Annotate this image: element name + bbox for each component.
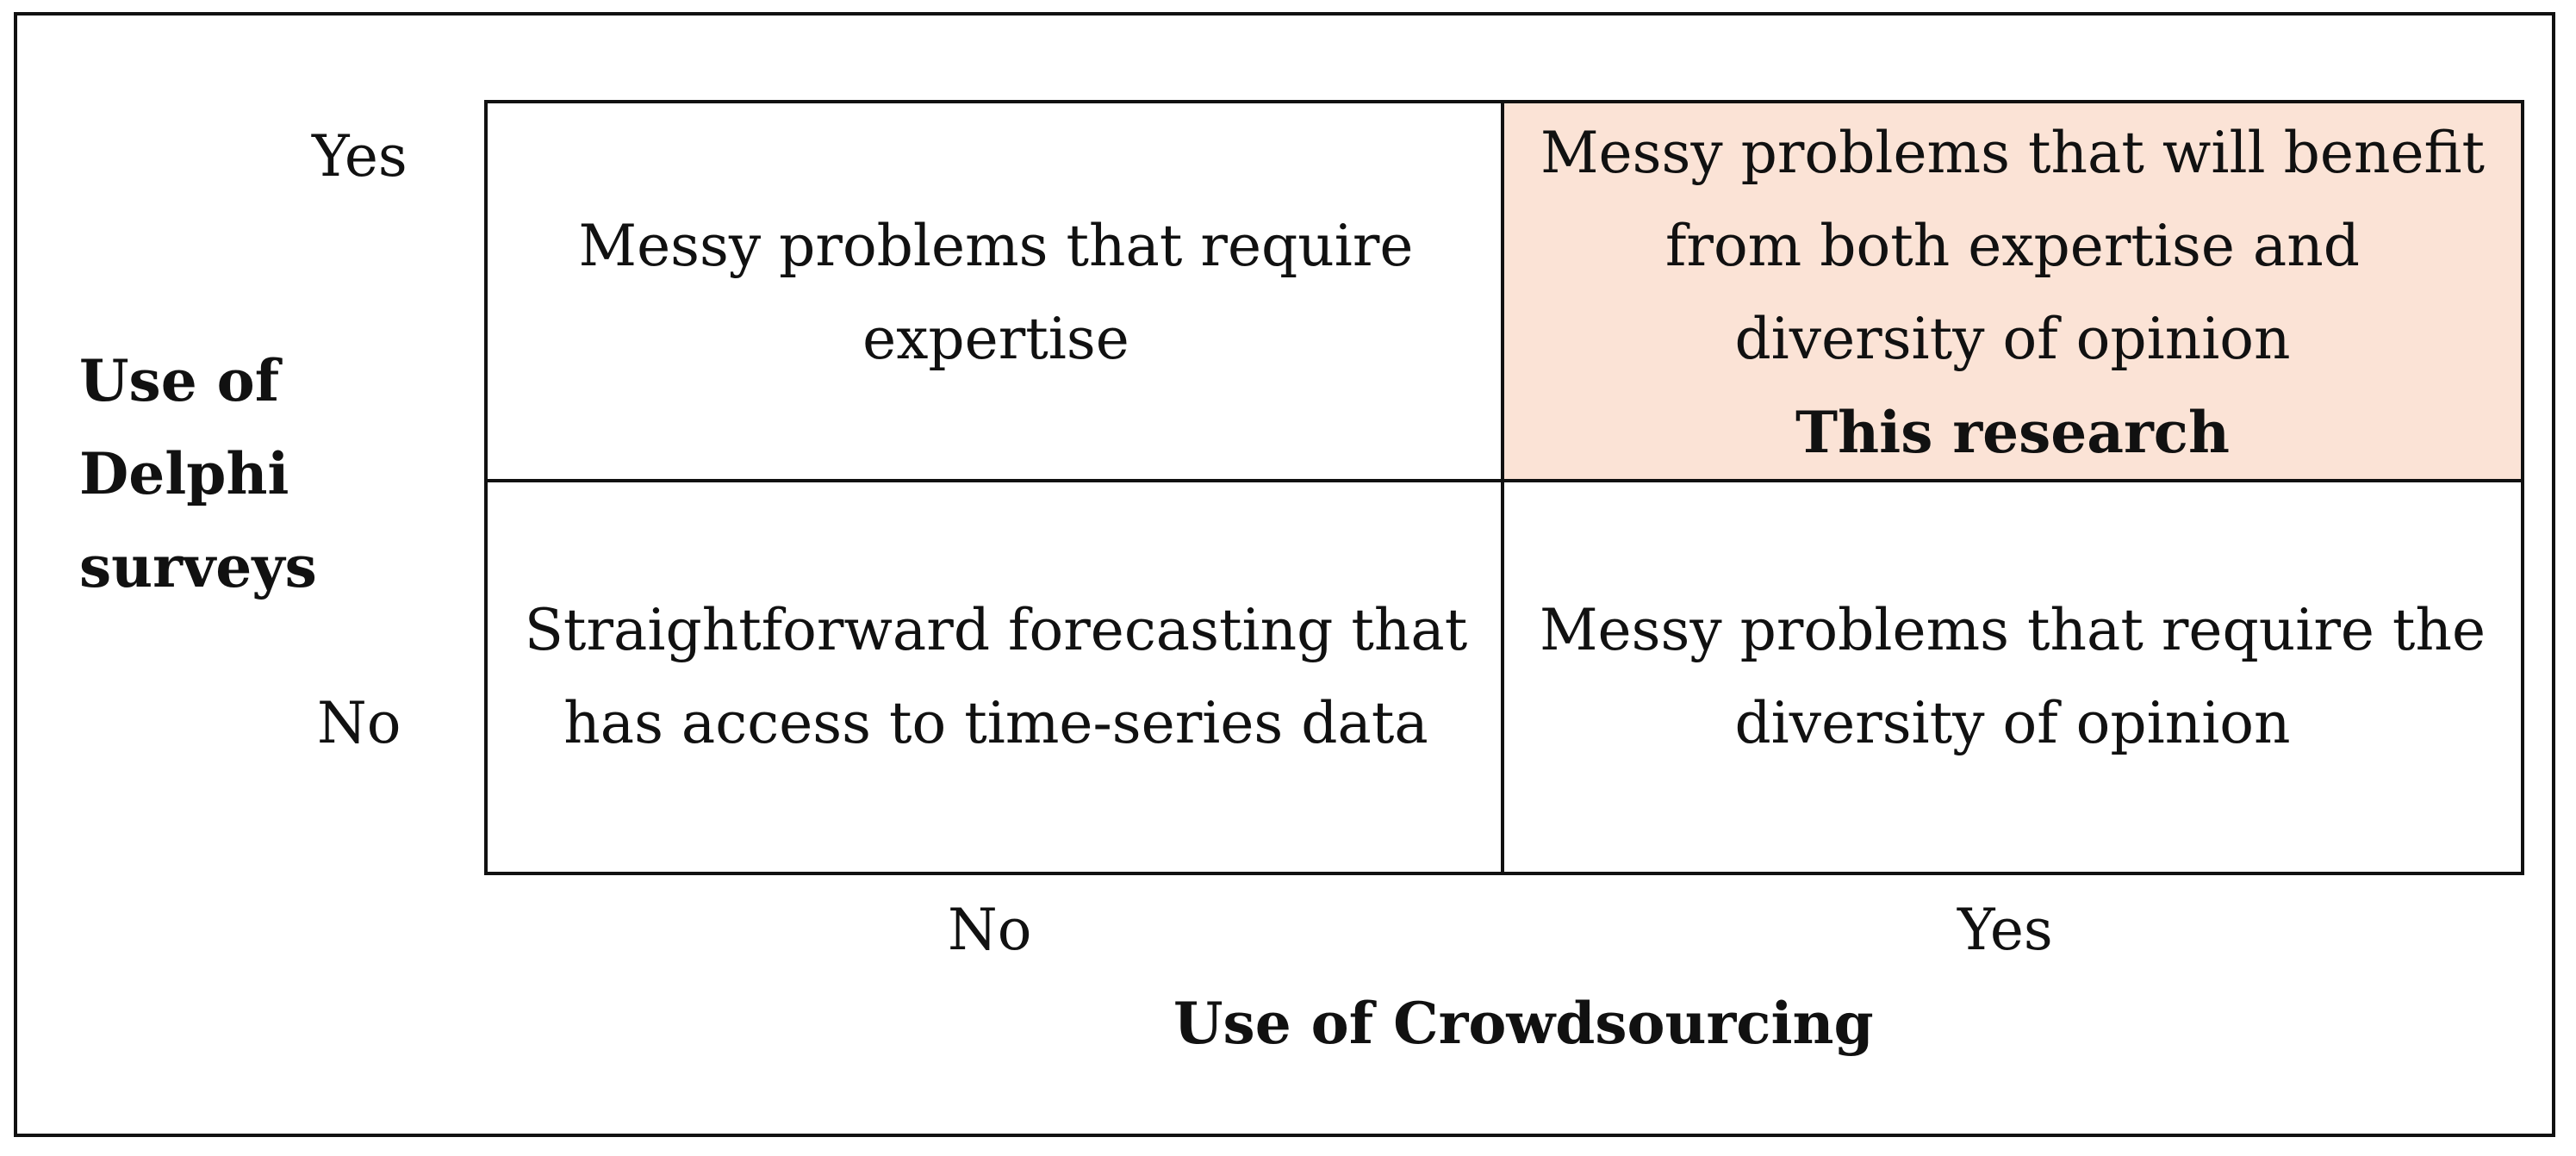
this-research-label: This research [1795, 399, 2230, 466]
x-axis-title: Use of Crowdsourcing [1173, 990, 1874, 1057]
y-axis-tick-yes: Yes [312, 123, 408, 190]
quadrant-expertise-and-diversity: Messy problems that will benefit from bo… [1504, 103, 2521, 482]
x-axis-tick-no: No [948, 897, 1032, 963]
quadrant-diversity-text: Messy problems that require the diversit… [1539, 597, 2486, 756]
vertical-divider [1501, 103, 1504, 872]
quadrant-expertise-text: Messy problems that require expertise [578, 213, 1414, 372]
quadrant-expertise: Messy problems that require expertise [488, 103, 1504, 482]
quadrant-matrix: Messy problems that require expertise Me… [484, 100, 2524, 875]
quadrant-diversity: Messy problems that require the diversit… [1504, 482, 2521, 872]
y-axis-tick-no: No [317, 690, 401, 756]
horizontal-divider [488, 479, 2521, 482]
quadrant-expertise-and-diversity-text: Messy problems that will benefit from bo… [1540, 120, 2486, 372]
quadrant-straightforward-forecasting-text: Straightforward forecasting that has acc… [524, 597, 1468, 756]
x-axis-tick-yes: Yes [1957, 897, 2053, 963]
quadrant-straightforward-forecasting: Straightforward forecasting that has acc… [488, 482, 1504, 872]
y-axis-title: Use of Delphi surveys [79, 347, 317, 600]
figure-frame [14, 12, 2555, 1137]
